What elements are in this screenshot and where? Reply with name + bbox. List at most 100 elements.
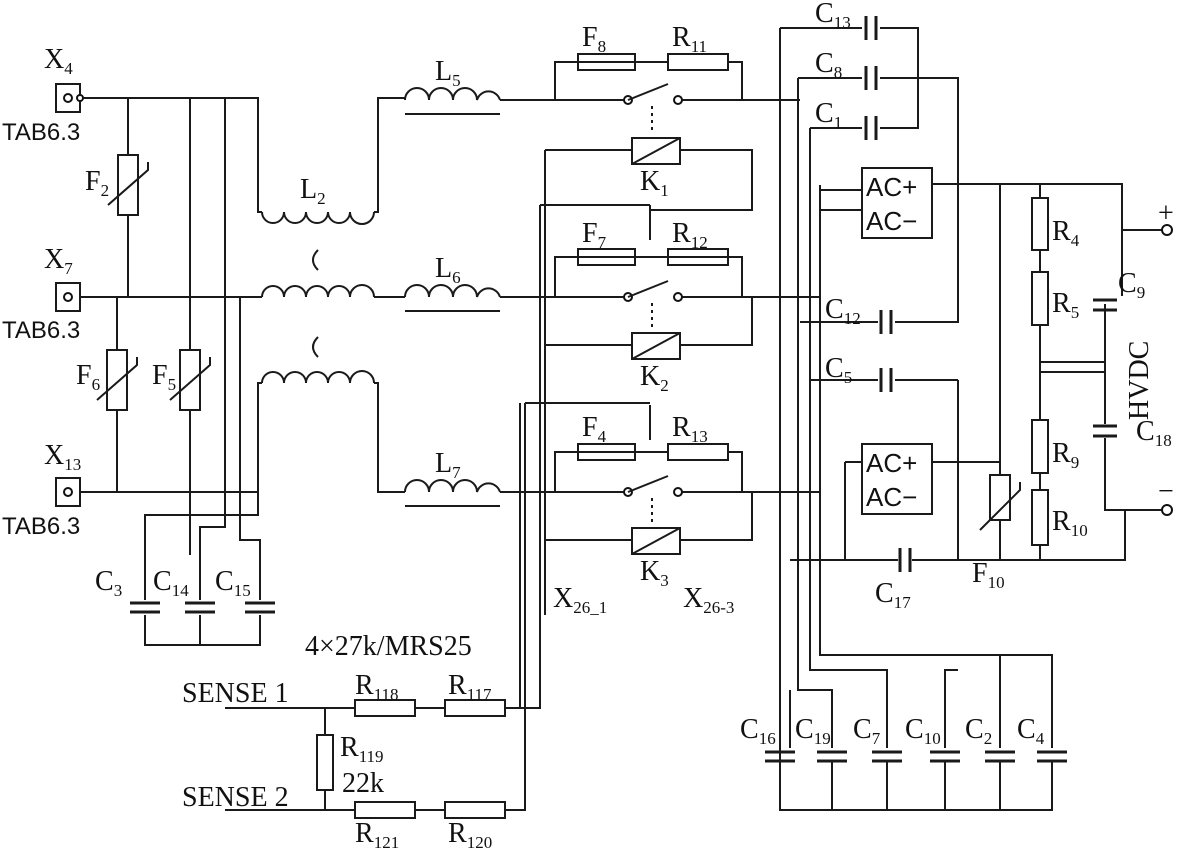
terminal-x4[interactable] [55,83,84,113]
label-r119-value: 22k [342,768,384,799]
label-x26-3: X26-3 [683,583,734,617]
resistor-r13 [667,443,729,461]
label-x7: X7 [44,244,73,278]
coupling-mark-1 [312,249,319,271]
capacitor-c19 [817,750,847,763]
label-r11: R11 [672,22,707,56]
label-tab-x13: TAB6.3 [2,513,80,540]
resistor-r5 [1031,271,1049,326]
varistor-f10 [979,474,1021,531]
label-c16: C16 [740,714,776,748]
bridge-bottom-ac-minus: AC− [866,482,917,512]
label-x4: X4 [44,44,73,78]
label-r4: R4 [1052,216,1080,250]
label-c7: C7 [853,714,881,748]
label-r9: R9 [1052,438,1079,472]
label-hvdc: HVDC [1124,341,1155,420]
terminal-x7[interactable] [55,282,81,312]
label-c18: C18 [1136,416,1172,450]
inductor-l6 [404,284,501,312]
label-f10: F10 [972,558,1005,592]
fuse-f4 [577,443,636,461]
label-resistor-spec: 4×27k/MRS25 [305,631,472,662]
resistor-r4 [1031,197,1049,251]
bridge-top-ac-minus: AC− [866,206,917,236]
capacitor-c5 [879,368,893,392]
label-c9: C9 [1118,268,1145,302]
capacitor-c1 [864,116,878,140]
resistor-r9 [1031,419,1049,474]
capacitor-c9 [1093,298,1117,312]
label-r5: R5 [1052,288,1079,322]
coupling-mark-2 [312,336,319,358]
terminal-x13[interactable] [55,477,81,507]
label-c5: C5 [825,353,852,387]
inductor-coupled-mid [261,284,375,298]
resistor-r118 [354,699,416,717]
resistor-r119 [316,734,334,791]
capacitor-c18 [1093,424,1117,438]
capacitor-c3 [130,601,160,614]
label-r10: R10 [1052,506,1088,540]
label-r121: R121 [355,818,399,852]
label-r120: R120 [448,818,492,852]
label-c3: C3 [95,566,122,600]
label-k2: K2 [640,361,669,395]
label-k3: K3 [640,556,669,590]
varistor-f5 [169,349,211,411]
capacitor-c2 [985,750,1015,763]
varistor-f2 [107,154,149,216]
label-c4: C4 [1017,714,1045,748]
label-c12: C12 [825,294,861,328]
inductor-l2 [261,211,375,225]
label-c15: C15 [215,566,251,600]
relay-contact-k3 [623,475,683,522]
label-r117: R117 [448,670,492,704]
label-c17: C17 [875,578,911,612]
label-c2: C2 [965,714,992,748]
fuse-f7 [577,248,636,266]
label-f5: F5 [152,360,176,394]
capacitor-c8 [864,66,878,90]
label-f7: F7 [582,218,607,252]
inductor-l5 [404,87,501,115]
capacitor-c15 [245,601,275,614]
label-f4: F4 [582,412,607,446]
label-l5: L5 [435,56,461,90]
terminal-plus[interactable] [1161,224,1173,236]
capacitor-c7 [872,750,902,763]
varistor-f6 [96,349,138,411]
bridge-rectifier-bottom: AC+ AC− [861,443,933,515]
label-c10: C10 [905,714,941,748]
label-k1: K1 [640,166,669,200]
label-l2: L2 [300,174,326,208]
label-r13: R13 [672,412,708,446]
relay-contact-k1 [623,83,683,130]
label-l7: L7 [435,448,461,482]
relay-coil-k3 [631,527,681,555]
label-f6: F6 [76,360,100,394]
capacitor-c14 [185,601,215,614]
label-c8: C8 [815,48,842,82]
relay-coil-k1 [631,137,681,165]
bridge-rectifier-top: AC+ AC− [861,167,933,239]
capacitor-c12 [879,310,893,334]
label-f8: F8 [582,22,606,56]
capacitor-c10 [930,750,960,763]
capacitor-c16 [765,750,795,763]
relay-contact-k2 [623,280,683,327]
label-r119: R119 [340,732,384,766]
label-r12: R12 [672,218,708,252]
label-c13: C13 [815,0,851,32]
resistor-r121 [354,801,416,819]
bridge-bottom-ac-plus: AC+ [866,448,917,478]
label-r118: R118 [355,670,399,704]
label-sense2: SENSE 2 [182,782,289,813]
label-sense1: SENSE 1 [182,678,289,709]
capacitor-c17 [898,548,912,572]
label-f2: F2 [85,166,109,200]
terminal-minus[interactable] [1161,504,1173,516]
label-minus: − [1158,476,1174,507]
